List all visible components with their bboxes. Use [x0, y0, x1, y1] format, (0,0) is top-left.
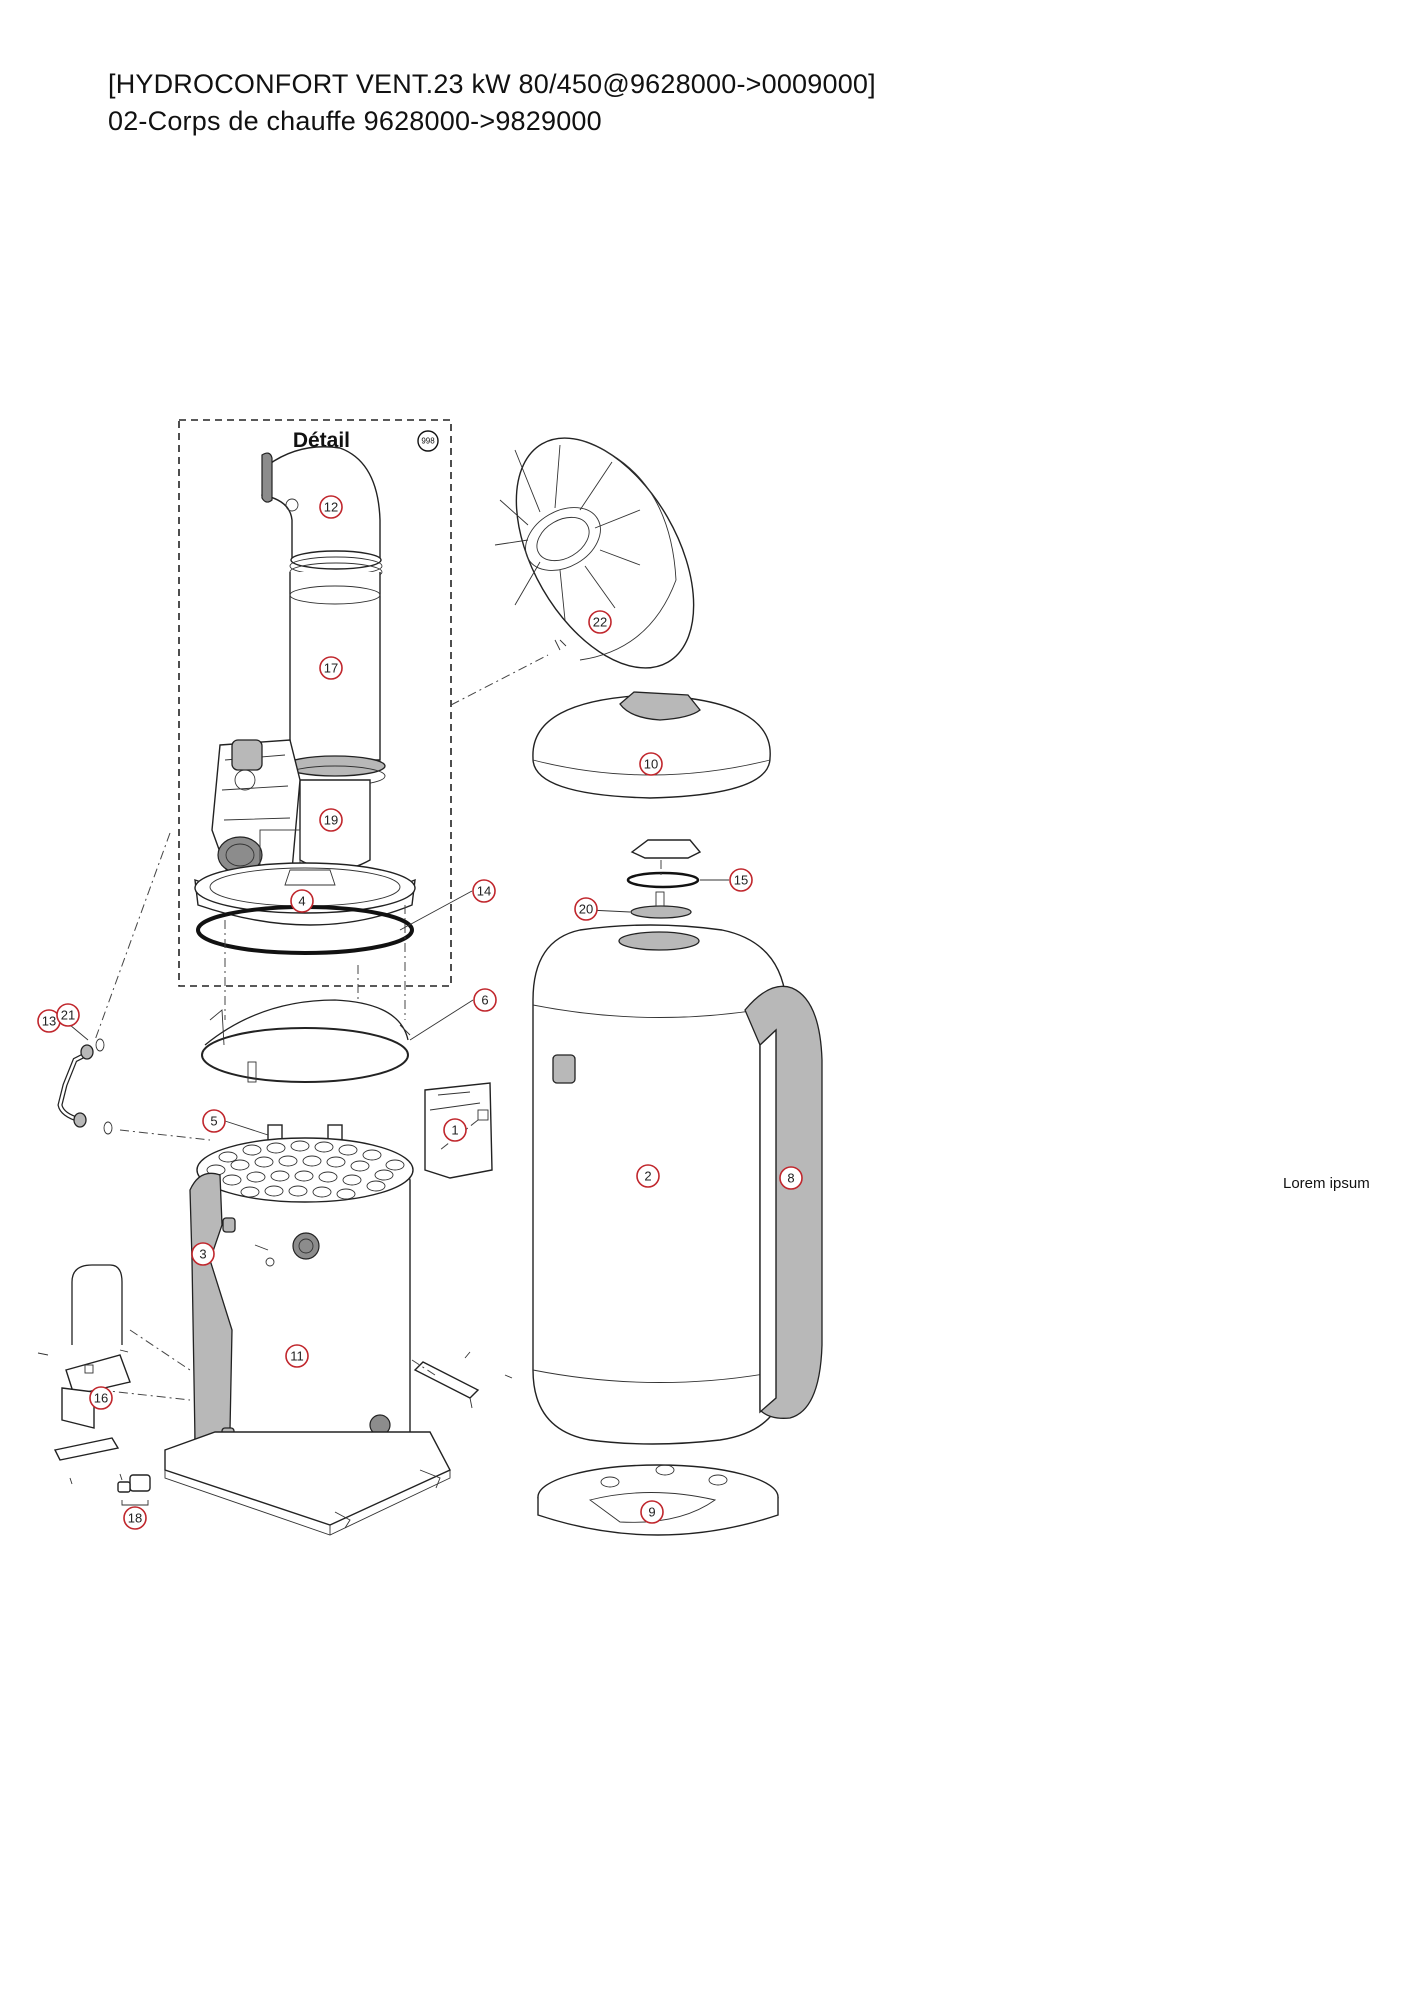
detail-reference-number: 998	[421, 437, 435, 446]
callout-20: 20	[574, 897, 598, 921]
callout-13: 13	[37, 1009, 61, 1033]
callout-marker	[640, 1500, 664, 1524]
callout-number: 3	[199, 1247, 206, 1262]
callout-marker	[779, 1166, 803, 1190]
detail-reference-badge: 998	[417, 430, 439, 452]
top-cover-plate	[494, 437, 695, 669]
callout-number: 9	[648, 1505, 655, 1520]
callout-number: 21	[61, 1008, 75, 1023]
base-frame	[164, 1431, 451, 1536]
callout-marker	[636, 1164, 660, 1188]
support-bracket	[413, 1351, 513, 1409]
callout-3: 3	[191, 1242, 215, 1266]
gas-pipe	[57, 1038, 113, 1135]
callout-number: 17	[324, 661, 338, 676]
callout-2: 2	[636, 1164, 660, 1188]
callout-marker	[290, 889, 314, 913]
callout-number: 5	[210, 1114, 217, 1129]
callout-number: 11	[290, 1349, 304, 1364]
callout-16: 16	[89, 1386, 113, 1410]
callout-leaders	[63, 879, 729, 1136]
callout-number: 6	[481, 993, 488, 1008]
callout-12: 12	[319, 495, 343, 519]
callout-number: 19	[324, 813, 338, 828]
callout-marker	[574, 897, 598, 921]
callout-marker	[89, 1386, 113, 1410]
band-clamp	[201, 999, 411, 1083]
callout-marker	[191, 1242, 215, 1266]
callout-number: 20	[579, 902, 593, 917]
lid-bracket	[626, 839, 702, 919]
callout-1: 1	[443, 1118, 467, 1142]
callout-15: 15	[729, 868, 753, 892]
callout-6: 6	[473, 988, 497, 1012]
callout-10: 10	[639, 752, 663, 776]
callout-11: 11	[285, 1344, 309, 1368]
callout-marker	[473, 988, 497, 1012]
tank-lid	[532, 691, 771, 799]
callout-number: 4	[298, 894, 305, 909]
callout-number: 22	[593, 615, 607, 630]
callout-marker	[319, 495, 343, 519]
heat-exchanger-body	[189, 1137, 414, 1473]
detail-frame: Détail 998	[178, 419, 452, 987]
callout-number: 14	[477, 884, 491, 899]
bottom-base	[537, 1464, 779, 1536]
outer-jacket	[532, 924, 823, 1445]
callout-17: 17	[319, 656, 343, 680]
callout-marker	[588, 610, 612, 634]
callout-8: 8	[779, 1166, 803, 1190]
callout-4: 4	[290, 889, 314, 913]
callout-9: 9	[640, 1500, 664, 1524]
burner-assembly	[194, 739, 416, 926]
callout-19: 19	[319, 808, 343, 832]
callout-marker	[319, 808, 343, 832]
fitting	[117, 1474, 151, 1506]
callout-22: 22	[588, 610, 612, 634]
callout-number: 10	[644, 757, 658, 772]
callout-marker	[202, 1109, 226, 1133]
callout-marker	[56, 1003, 80, 1027]
callout-number: 15	[734, 873, 748, 888]
callout-marker	[729, 868, 753, 892]
callout-21: 21	[56, 1003, 80, 1027]
document-subtitle: 02-Corps de chauffe 9628000->9829000	[108, 106, 602, 136]
detail-label: Détail	[293, 429, 350, 452]
callout-marker	[443, 1118, 467, 1142]
callout-number: 2	[644, 1169, 651, 1184]
callout-number: 12	[324, 500, 338, 515]
callout-number: 16	[94, 1391, 108, 1406]
callout-14: 14	[472, 879, 496, 903]
document-title: [HYDROCONFORT VENT.23 kW 80/450@9628000-…	[108, 69, 876, 99]
callout-marker	[123, 1506, 147, 1530]
callout-5: 5	[202, 1109, 226, 1133]
callout-number: 1	[451, 1123, 458, 1138]
callout-marker	[472, 879, 496, 903]
callout-number: 8	[787, 1171, 794, 1186]
callout-number: 13	[42, 1014, 56, 1029]
callout-number: 18	[128, 1511, 142, 1526]
callout-marker	[639, 752, 663, 776]
callout-18: 18	[123, 1506, 147, 1530]
callout-marker	[319, 656, 343, 680]
handle-assembly	[37, 1264, 131, 1485]
side-note-text: Lorem ipsum	[1283, 1175, 1370, 1192]
callout-marker	[285, 1344, 309, 1368]
